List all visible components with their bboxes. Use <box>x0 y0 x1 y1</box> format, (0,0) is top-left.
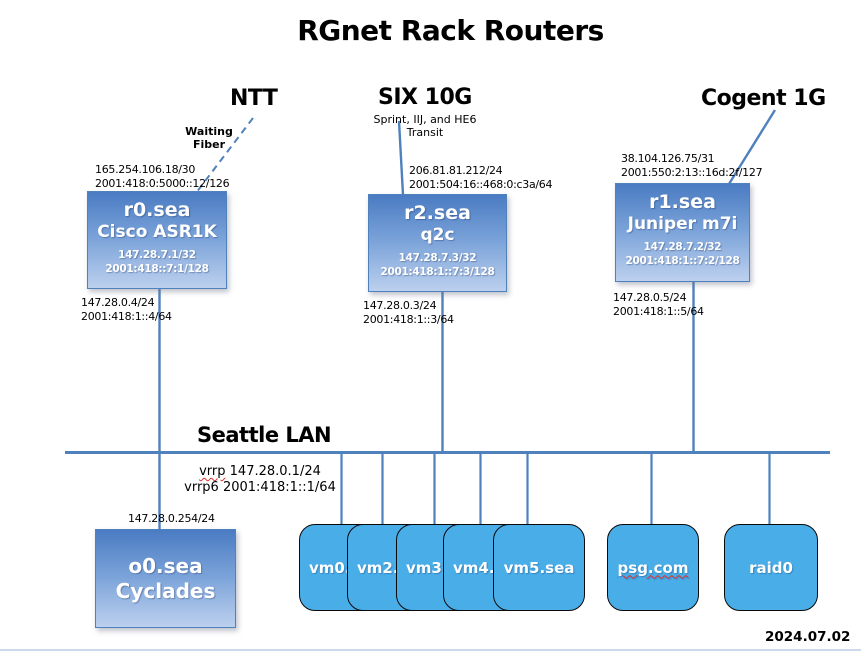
uplink-ntt-label: NTT <box>230 86 278 111</box>
r2-lan-ip-label: 147.28.0.3/24 2001:418:1::3/64 <box>363 299 454 327</box>
six-transit-note: Sprint, IIJ, and HE6 Transit <box>366 113 484 139</box>
console-name: o0.sea <box>128 553 203 578</box>
r1-lan-ipv6: 2001:418:1::5/64 <box>613 304 704 318</box>
page-title: RGnet Rack Routers <box>297 14 604 47</box>
router-model: Cisco ASR1K <box>97 221 217 242</box>
r2-uplink-ip-label: 206.81.81.212/24 2001:504:16::468:0:c3a/… <box>409 164 553 192</box>
cogent-uplink-line <box>722 109 777 193</box>
router-name: r1.sea <box>649 191 716 213</box>
vrrp-word: vrrp <box>199 464 226 479</box>
six-note-line1: Sprint, IIJ, and HE6 <box>373 113 477 126</box>
r1-uplink-ip-label: 38.104.126.75/31 2001:550:2:13::16d:2f/1… <box>621 152 763 180</box>
host-label: psg.com <box>617 558 689 577</box>
waiting-note-line1: Waiting <box>185 125 233 138</box>
host-box-raid0: raid0 <box>724 524 818 611</box>
router-loopbacks: 147.28.7.1/32 2001:418::7:1/128 <box>105 249 209 276</box>
r2-lan-ipv4: 147.28.0.3/24 <box>363 299 437 312</box>
uplink-six-label: SIX 10G <box>378 85 472 110</box>
host-label: vm3. <box>406 558 448 577</box>
host-box-vm5: vm5.sea <box>493 524 585 611</box>
router-model: q2c <box>420 224 455 245</box>
router-loopback-ipv4: 147.28.7.3/32 <box>398 252 477 265</box>
r0-uplink-ipv6: 2001:418:0:5000::12/126 <box>95 176 230 190</box>
waiting-note-line2: Fiber <box>192 138 226 152</box>
router-model: Juniper m7i <box>627 213 738 234</box>
router-name: r0.sea <box>123 199 191 221</box>
console-ip-label: 147.28.0.254/24 <box>128 512 215 525</box>
router-loopback-ipv6: 2001:418::7:1/128 <box>105 262 209 275</box>
uplink-cogent-label: Cogent 1G <box>701 86 826 111</box>
router-loopbacks: 147.28.7.2/32 2001:418:1::7:2/128 <box>625 241 739 268</box>
seattle-lan-label: Seattle LAN <box>197 423 332 447</box>
router-loopback-ipv4: 147.28.7.2/32 <box>643 241 722 254</box>
console-box-o0: o0.sea Cyclades <box>95 529 236 628</box>
r2-uplink-ipv4: 206.81.81.212/24 <box>409 164 503 177</box>
vrrp6-word: vrrp6 <box>184 479 219 495</box>
r2-uplink-ipv6: 2001:504:16::468:0:c3a/64 <box>409 177 553 191</box>
r0-lan-ipv4: 147.28.0.4/24 <box>81 296 155 309</box>
router-box-r1: r1.sea Juniper m7i 147.28.7.2/32 2001:41… <box>615 183 750 282</box>
console-model: Cyclades <box>115 578 216 603</box>
router-box-r2: r2.sea q2c 147.28.7.3/32 2001:418:1::7:3… <box>368 194 507 292</box>
waiting-fiber-note: Waiting Fiber <box>183 125 235 151</box>
host-label: raid0 <box>749 558 793 577</box>
r1-uplink-ipv6: 2001:550:2:13::16d:2f/127 <box>621 165 763 179</box>
vrrp-note: vrrp 147.28.0.1/24 vrrp6 2001:418:1::1/6… <box>150 464 370 495</box>
vrrp-line1: vrrp 147.28.0.1/24 <box>150 464 370 480</box>
r2-lan-ipv6: 2001:418:1::3/64 <box>363 312 454 326</box>
host-label: vm0. <box>309 558 351 577</box>
vrrp-line2: vrrp6 2001:418:1::1/64 <box>150 480 370 496</box>
r1-lan-ipv4: 147.28.0.5/24 <box>613 291 687 304</box>
date-label: 2024.07.02 <box>765 629 851 645</box>
vrrp6-ipv6: 2001:418:1::1/64 <box>222 479 336 495</box>
host-label: vm5.sea <box>503 558 575 577</box>
six-note-line2: Transit <box>406 126 444 140</box>
r0-lan-ip-label: 147.28.0.4/24 2001:418:1::4/64 <box>81 296 172 324</box>
r0-uplink-ip-label: 165.254.106.18/30 2001:418:0:5000::12/12… <box>95 163 230 191</box>
vrrp-ipv4: 147.28.0.1/24 <box>229 464 321 479</box>
r1-uplink-ipv4: 38.104.126.75/31 <box>621 152 715 165</box>
router-box-r0: r0.sea Cisco ASR1K 147.28.7.1/32 2001:41… <box>87 191 227 289</box>
r0-uplink-ipv4: 165.254.106.18/30 <box>95 163 196 176</box>
host-label: vm4. <box>453 558 495 577</box>
r0-lan-ipv6: 2001:418:1::4/64 <box>81 309 172 323</box>
router-loopback-ipv6: 2001:418:1::7:2/128 <box>625 254 740 267</box>
six-uplink-line <box>397 120 405 196</box>
router-loopback-ipv6: 2001:418:1::7:3/128 <box>380 265 495 278</box>
router-loopbacks: 147.28.7.3/32 2001:418:1::7:3/128 <box>380 252 494 279</box>
router-name: r2.sea <box>404 202 471 224</box>
host-box-psg: psg.com <box>607 524 699 611</box>
ntt-waiting-fiber-line <box>195 117 254 194</box>
r1-lan-ip-label: 147.28.0.5/24 2001:418:1::5/64 <box>613 291 704 319</box>
router-loopback-ipv4: 147.28.7.1/32 <box>118 249 196 262</box>
host-label: vm2. <box>357 558 399 577</box>
